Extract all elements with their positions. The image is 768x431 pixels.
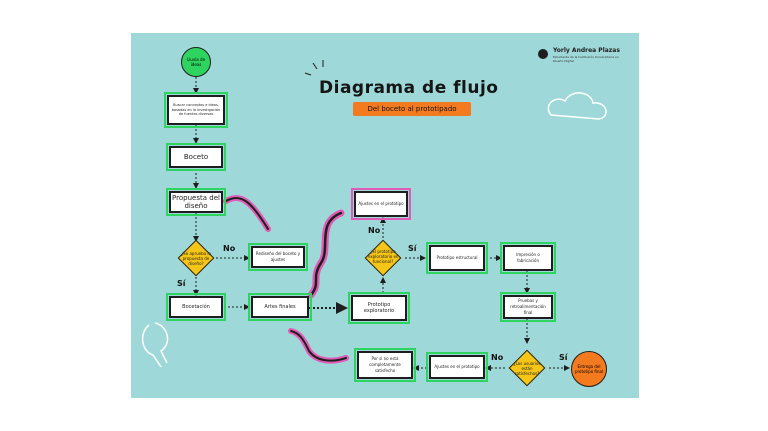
no-label-3: No	[491, 353, 504, 362]
no-label-1: No	[223, 244, 236, 253]
sketch-box: Boceto	[166, 143, 226, 171]
research-box: Buscar conceptos e ideas, basadas en la …	[164, 92, 228, 128]
tests-box: Pruebas y retroalimentación final	[500, 292, 556, 322]
exploratory-box: Prototipo exploratorio	[348, 292, 410, 324]
author-name: Yorly Andrea Plazas	[553, 47, 620, 54]
page-title: Diagrama de flujo	[319, 78, 499, 98]
final-art-box: Artes finales	[248, 293, 312, 321]
poster: Diagrama de flujo Del boceto al prototip…	[131, 33, 639, 398]
yes-label-2: Sí	[408, 244, 417, 253]
decision3-text: ¿Los usuarios están satisfechos?	[513, 361, 541, 376]
yes-label-1: Sí	[177, 279, 186, 288]
lightbulb-icon	[141, 322, 169, 368]
connectors	[141, 60, 607, 371]
final-adjust-box: Ajustes en el prototipo	[426, 352, 488, 382]
decision2-text: ¿El prototipo exploratorio es funcional?	[368, 249, 398, 264]
yes-label-3: Sí	[559, 353, 568, 362]
proposal-box: Propuesta del diseño	[166, 188, 226, 216]
start-node: Lluvia de ideas	[181, 47, 211, 77]
sketches-box: Bocetación	[166, 293, 226, 321]
fabrication-box: Impresión o fabricación	[500, 242, 556, 274]
structural-box: Prototipo estructural	[426, 242, 488, 274]
author-logo-icon	[538, 49, 548, 59]
cloud-icon	[547, 92, 607, 120]
page-subtitle: Del boceto al prototipado	[353, 102, 471, 116]
author-description: Estudiante de la Institución Universitar…	[553, 55, 619, 63]
no-label-2: No	[368, 226, 381, 235]
redo-sketch-box: Rediseño del boceto y ajustes	[248, 243, 308, 271]
decision1-text: ¿Se aprueba la propuesta de diseño?	[181, 251, 211, 266]
end-node: Entrega del prototipo final	[571, 351, 607, 387]
repeat-note-box: Por si no está completamente satisfecho	[354, 348, 416, 382]
sparkle-icon	[304, 60, 324, 76]
adjustments-box: Ajustes en el prototipo	[351, 188, 411, 220]
